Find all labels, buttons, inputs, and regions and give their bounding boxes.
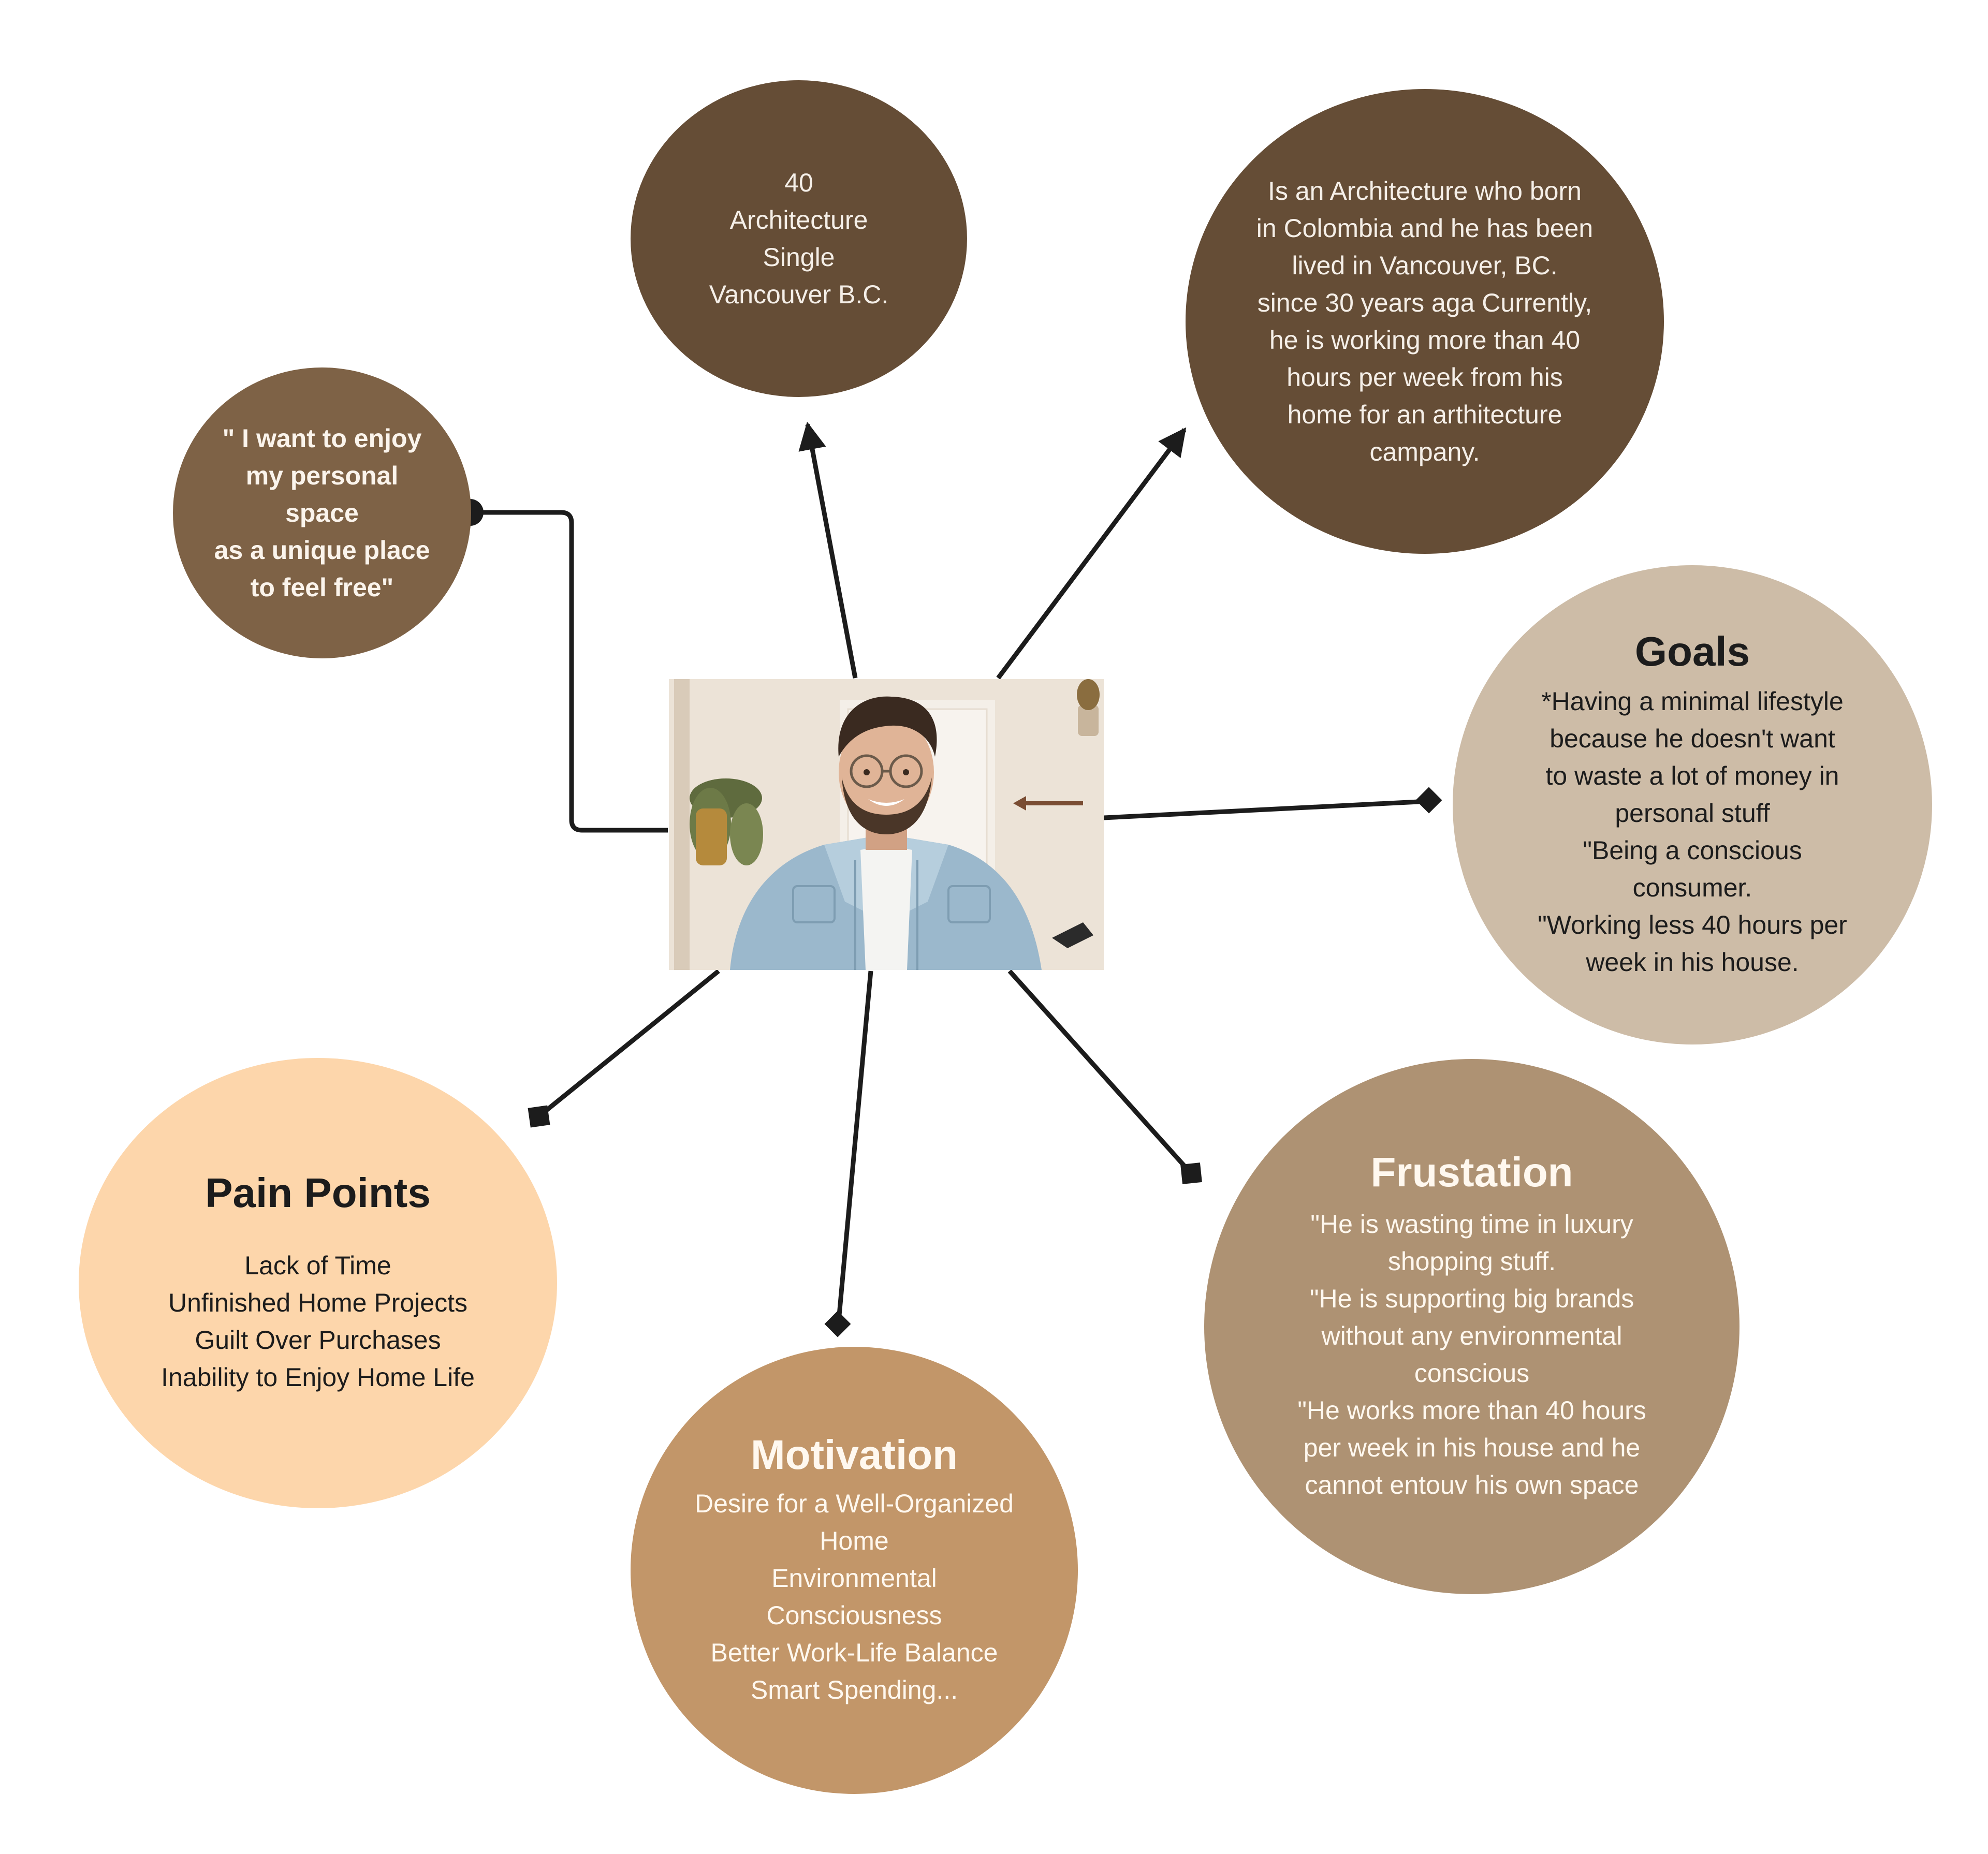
bubble-text-line: Single (763, 243, 835, 272)
connector-goals-diamond (1415, 787, 1442, 814)
bio-bubble: Is an Architecture who born in Colombia a… (1186, 89, 1664, 554)
bubble-text-line: conscious (1414, 1359, 1530, 1388)
connector-demographics (798, 421, 858, 679)
quote-lines: " I want to enjoy my personal space as a un… (214, 420, 430, 606)
bubble-text-line: Environmental (771, 1564, 937, 1593)
bubble-text-line: hours per week from his (1287, 363, 1563, 392)
bio-lines: Is an Architecture who born in Colombia a… (1256, 172, 1593, 470)
goals-lines: *Having a minimal lifestyle because he do… (1538, 683, 1847, 981)
bubble-text-line: to waste a lot of money in (1545, 761, 1839, 790)
bubble-text-line: per week in his house and he (1303, 1433, 1641, 1462)
bubble-text-line: he is working more than 40 (1269, 326, 1581, 355)
bubble-text-line: personal stuff (1615, 799, 1770, 828)
bubble-text-line: in Colombia and he has been (1256, 214, 1594, 243)
bubble-text-line: Inability to Enjoy Home Life (161, 1363, 475, 1392)
persona-photo-illustration (669, 679, 1104, 970)
bubble-text-line: Architecture (729, 205, 868, 234)
bubble-text-line: because he doesn't want (1550, 724, 1835, 753)
bubble-text-line: home for an arthitecture (1287, 400, 1562, 429)
bubble-text-line: Better Work-Life Balance (710, 1638, 998, 1667)
bubble-text-line: Consciousness (766, 1601, 942, 1630)
connector-motivation (836, 970, 873, 1321)
bubble-text-line: Smart Spending... (750, 1675, 958, 1704)
frustration-bubble: Frustation "He is wasting time in luxury… (1204, 1059, 1740, 1594)
bubble-text-line: Is an Architecture who born (1268, 176, 1582, 205)
connector-pain (538, 969, 720, 1118)
goals-title: Goals (1634, 628, 1750, 674)
motivation-title: Motivation (751, 1432, 958, 1478)
bubble-text-line: "Working less 40 hours per (1538, 910, 1847, 939)
bubble-text-line: Guilt Over Purchases (195, 1326, 441, 1355)
connector-frustration-square (1180, 1163, 1202, 1184)
bubble-text-line: to feel free" (250, 573, 394, 602)
frustration-title: Frustation (1370, 1149, 1573, 1195)
connector-bio (996, 427, 1187, 680)
bubble-text-line: "Being a conscious (1583, 836, 1802, 865)
connector-pain-square (528, 1105, 550, 1128)
bubble-text-line: "He is supporting big brands (1309, 1284, 1634, 1313)
bubble-text-line: 40 (784, 168, 813, 197)
bubble-text-line: Vancouver B.C. (709, 280, 889, 309)
connector-motivation-diamond (824, 1311, 851, 1337)
bubble-text-line: *Having a minimal lifestyle (1541, 687, 1844, 716)
bubble-text-line: consumer. (1632, 873, 1752, 902)
bubble-text-line: " I want to enjoy (222, 424, 422, 453)
bubble-text-line: Desire for a Well-Organized (695, 1489, 1014, 1518)
pain-points-title: Pain Points (205, 1170, 431, 1216)
bubble-text-line: my personal (245, 461, 399, 490)
bubble-text-line: shopping stuff. (1387, 1247, 1556, 1276)
bubble-text-line: Home (820, 1526, 889, 1555)
bubble-text-line: "He works more than 40 hours (1297, 1396, 1646, 1425)
bubble-text-line: without any environmental (1321, 1321, 1622, 1350)
bubble-text-line: Lack of Time (244, 1251, 391, 1280)
bubble-text-line: Unfinished Home Projects (168, 1288, 467, 1317)
bubble-text-line: as a unique place (214, 536, 430, 565)
bubble-text-line: campany. (1369, 437, 1480, 466)
quote-bubble: " I want to enjoy my personal space as a un… (173, 367, 471, 658)
bubble-text-line: since 30 years aga Currently, (1257, 288, 1592, 317)
persona-photo (669, 679, 1104, 970)
frustration-lines: "He is wasting time in luxury shopping st… (1297, 1205, 1646, 1504)
bubble-text-line: week in his house. (1586, 948, 1799, 977)
bubble-text-line: "He is wasting time in luxury (1310, 1210, 1633, 1239)
bubble-text-line: cannot entouv his own space (1305, 1470, 1639, 1499)
connector-quote (471, 510, 668, 833)
bubble-text-line: lived in Vancouver, BC. (1292, 251, 1558, 280)
bubble-text-line: space (285, 498, 359, 527)
connector-goals (1103, 799, 1429, 820)
connector-frustration (1007, 969, 1192, 1174)
goals-bubble: Goals *Having a minimal lifestyle because… (1453, 565, 1932, 1044)
